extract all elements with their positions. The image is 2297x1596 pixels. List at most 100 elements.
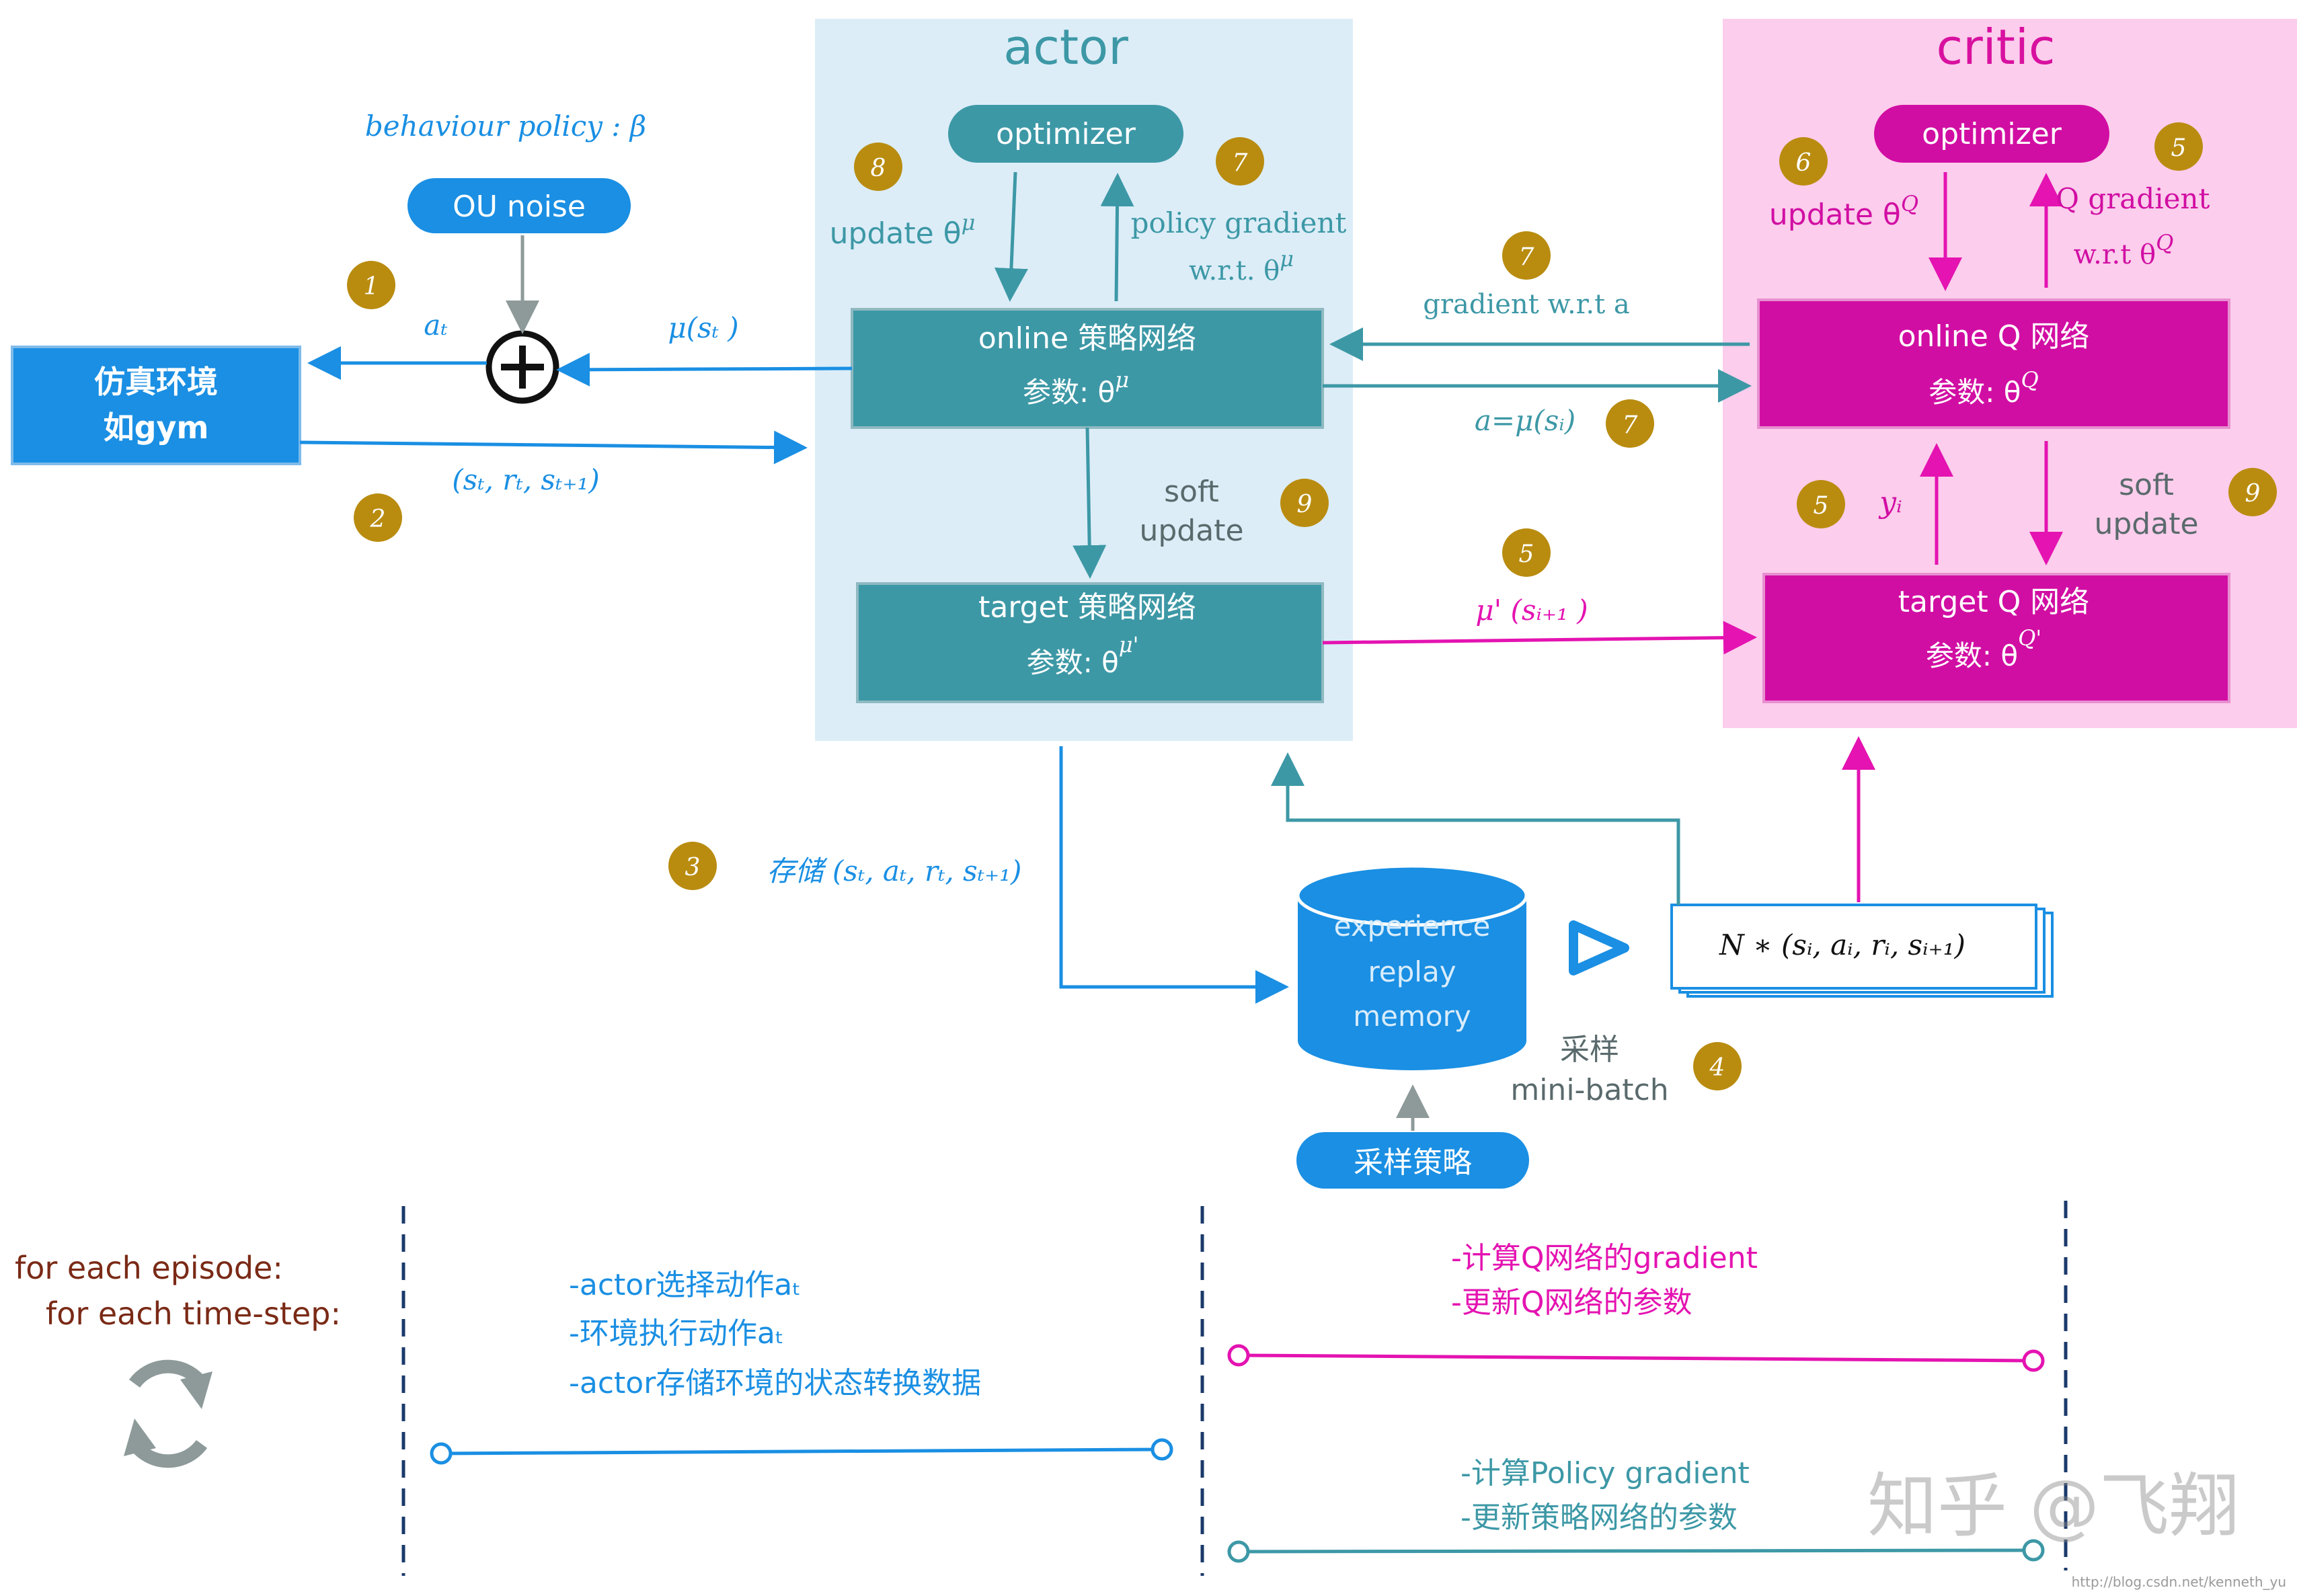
actor-online-param: 参数: θμ <box>1023 367 1129 409</box>
ou-noise-label: OU noise <box>453 190 586 224</box>
step-critic-2: -更新Q网络的参数 <box>1451 1285 1692 1320</box>
label-sample1: 采样 <box>1560 1033 1619 1067</box>
label-critic-soft2: update <box>2094 507 2198 541</box>
badge-9-actor: 9 <box>1280 479 1329 527</box>
svg-text:4: 4 <box>1709 1054 1725 1082</box>
step-actor-2: -环境执行动作aₜ <box>569 1316 784 1351</box>
badge-7-actor: 7 <box>1216 137 1264 186</box>
svg-text:9: 9 <box>2245 480 2261 508</box>
actor-optimizer-label: optimizer <box>996 117 1136 151</box>
timeline-critic-start <box>1227 1344 1250 1367</box>
label-mu-st: μ(sₜ ) <box>668 311 738 344</box>
environment-box[interactable] <box>11 346 301 465</box>
step-actor-1: -actor选择动作aₜ <box>569 1268 801 1302</box>
label-grad-wrt-a: gradient w.r.t a <box>1423 289 1629 320</box>
badge-8: 8 <box>854 143 902 191</box>
label-actor-soft2: update <box>1139 514 1243 548</box>
critic-optimizer[interactable] <box>1874 105 2109 163</box>
replay-memory[interactable] <box>1298 895 1526 1070</box>
timeline-actor-start <box>430 1442 453 1465</box>
label-mu-prime: μ' (sᵢ₊₁ ) <box>1475 594 1588 627</box>
arrow-actor-opt-to-online <box>994 171 1028 302</box>
svg-text:5: 5 <box>1519 541 1534 568</box>
replay-line1: experience <box>1334 910 1491 943</box>
replay-memory-top <box>1296 864 1528 927</box>
actor-target-param: 参数: θμ' <box>1027 632 1139 679</box>
critic-title: critic <box>1936 19 2055 75</box>
environment-line2: 如gym <box>104 409 209 446</box>
svg-text:5: 5 <box>2171 134 2187 162</box>
label-transition: (sₜ, rₜ, sₜ₊₁) <box>452 463 599 496</box>
label-yi: yᵢ <box>1878 485 1902 520</box>
label-critic-qg1: Q gradient <box>2056 182 2210 215</box>
loop-line1: for each episode: <box>15 1250 283 1286</box>
timeline-critic <box>1238 1353 2034 1363</box>
environment-line1: 仿真环境 <box>94 364 218 400</box>
svg-text:6: 6 <box>1796 149 1812 177</box>
behaviour-policy-label: behaviour policy : β <box>365 110 646 143</box>
label-at: aₜ <box>424 309 447 342</box>
critic-online-param: 参数: θQ <box>1929 367 2038 409</box>
timeline-policy-start <box>1227 1540 1250 1563</box>
critic-online-network[interactable] <box>1757 298 2230 429</box>
replay-line2: replay <box>1368 955 1456 988</box>
critic-target-param: 参数: θQ' <box>1926 625 2041 672</box>
ou-noise-pill[interactable] <box>407 178 631 233</box>
badge-1: 1 <box>347 261 395 309</box>
loop-line2: for each time-step: <box>46 1295 341 1332</box>
batch-card[interactable] <box>1670 904 2037 990</box>
badge-2: 2 <box>354 493 402 542</box>
actor-title: actor <box>1003 19 1128 75</box>
critic-target-title: target Q 网络 <box>1898 585 2089 619</box>
timeline-critic-end <box>2022 1349 2045 1372</box>
step-policy-2: -更新策略网络的参数 <box>1461 1501 1738 1535</box>
batch-label: N ∗ (sᵢ, aᵢ, rᵢ, sᵢ₊₁) <box>1719 928 1965 961</box>
badge-7-grad: 7 <box>1502 231 1551 280</box>
label-store: 存储 (sₜ, aₜ, rₜ, sₜ₊₁) <box>767 854 1022 887</box>
badge-6: 6 <box>1779 137 1828 186</box>
svg-text:7: 7 <box>1623 411 1638 439</box>
badge-4: 4 <box>1693 1042 1742 1090</box>
critic-target-network[interactable] <box>1762 573 2230 703</box>
badge-5-target: 5 <box>1502 528 1551 577</box>
actor-target-title: target 策略网络 <box>978 590 1196 625</box>
svg-text:1: 1 <box>364 273 379 301</box>
svg-text:2: 2 <box>370 506 386 533</box>
timeline-policy <box>1238 1548 2034 1554</box>
actor-online-title: online 策略网络 <box>978 321 1196 356</box>
label-actor-update: update θμ <box>830 210 976 251</box>
svg-text:9: 9 <box>1297 491 1313 518</box>
svg-text:7: 7 <box>1233 149 1248 177</box>
sampling-strategy-label: 采样策略 <box>1354 1146 1472 1180</box>
arrow-batch-to-actor <box>1271 752 1680 905</box>
sampling-strategy-pill[interactable] <box>1296 1132 1529 1189</box>
label-actor-pg1: policy gradient <box>1131 206 1347 239</box>
label-sample2: mini-batch <box>1510 1073 1668 1107</box>
arrow-store-transition <box>1059 746 1289 1004</box>
critic-online-title: online Q 网络 <box>1898 319 2090 354</box>
label-critic-update: update θQ <box>1769 191 1918 232</box>
badge-5-critic-opt: 5 <box>2154 122 2203 171</box>
step-actor-3: -actor存储环境的状态转换数据 <box>569 1366 981 1400</box>
actor-optimizer[interactable] <box>948 105 1183 163</box>
step-policy-1: -计算Policy gradient <box>1461 1456 1750 1490</box>
badge-3: 3 <box>668 842 717 890</box>
arrow-env-to-actor <box>299 430 808 465</box>
refresh-icon <box>124 1359 212 1468</box>
arrow-target-action <box>1322 621 1757 655</box>
critic-optimizer-label: optimizer <box>1922 117 2062 151</box>
timeline-actor-end <box>1151 1438 1173 1461</box>
play-icon <box>1569 920 1629 975</box>
arrow-actor-to-plus <box>556 352 853 387</box>
watermark: 知乎 @飞翔 <box>1867 1465 2239 1547</box>
arrow-actor-online-to-opt <box>1100 173 1134 302</box>
replay-line3: memory <box>1353 1000 1471 1033</box>
badge-7-action: 7 <box>1606 399 1654 448</box>
watermark-url: http://blog.csdn.net/kenneth_yu <box>2072 1574 2286 1590</box>
timeline-actor <box>440 1447 1163 1455</box>
svg-text:7: 7 <box>1519 243 1534 271</box>
label-actor-pg2: w.r.t. θμ <box>1189 246 1294 286</box>
arrow-actor-soft-update <box>1073 427 1107 579</box>
label-critic-qg2: w.r.t θQ <box>2074 230 2174 270</box>
